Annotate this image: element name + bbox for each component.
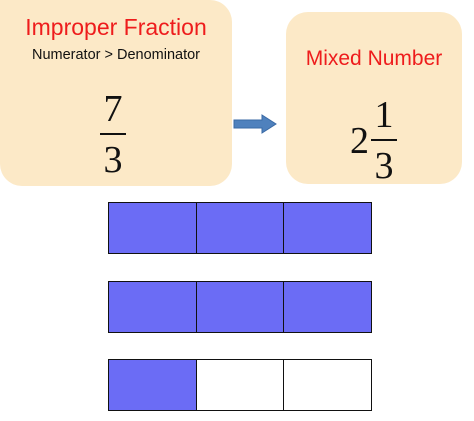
shaded-part: [195, 282, 284, 332]
fraction-strip-2: [108, 281, 372, 333]
mixed-denominator: 3: [374, 145, 394, 187]
mixed-fraction: 1 3: [371, 96, 397, 185]
mixed-whole: 2: [350, 119, 369, 162]
improper-fraction-title: Improper Fraction: [25, 14, 207, 40]
empty-part: [195, 360, 284, 410]
improper-fraction-card: Improper Fraction Numerator > Denominato…: [0, 0, 232, 186]
fraction-strip-3: [108, 359, 372, 411]
fraction-strip-1: [108, 202, 372, 254]
mixed-number-card: Mixed Number: [286, 12, 462, 184]
improper-numerator: 7: [103, 88, 123, 130]
improper-fraction-value: 7 3: [100, 90, 126, 179]
shaded-part: [283, 282, 372, 332]
mixed-numerator: 1: [374, 94, 394, 136]
shaded-part: [109, 360, 196, 410]
mixed-number-value: 2 1 3: [350, 96, 397, 185]
empty-part: [283, 360, 372, 410]
right-arrow-icon: [233, 114, 277, 134]
fraction-bar: [371, 139, 397, 141]
improper-fraction-subtitle: Numerator > Denominator: [31, 47, 201, 63]
mixed-number-title: Mixed Number: [305, 47, 443, 70]
shaded-part: [283, 203, 372, 253]
fraction-bar: [100, 133, 126, 135]
shaded-part: [109, 282, 196, 332]
improper-denominator: 3: [103, 139, 123, 181]
shaded-part: [109, 203, 196, 253]
shaded-part: [195, 203, 284, 253]
